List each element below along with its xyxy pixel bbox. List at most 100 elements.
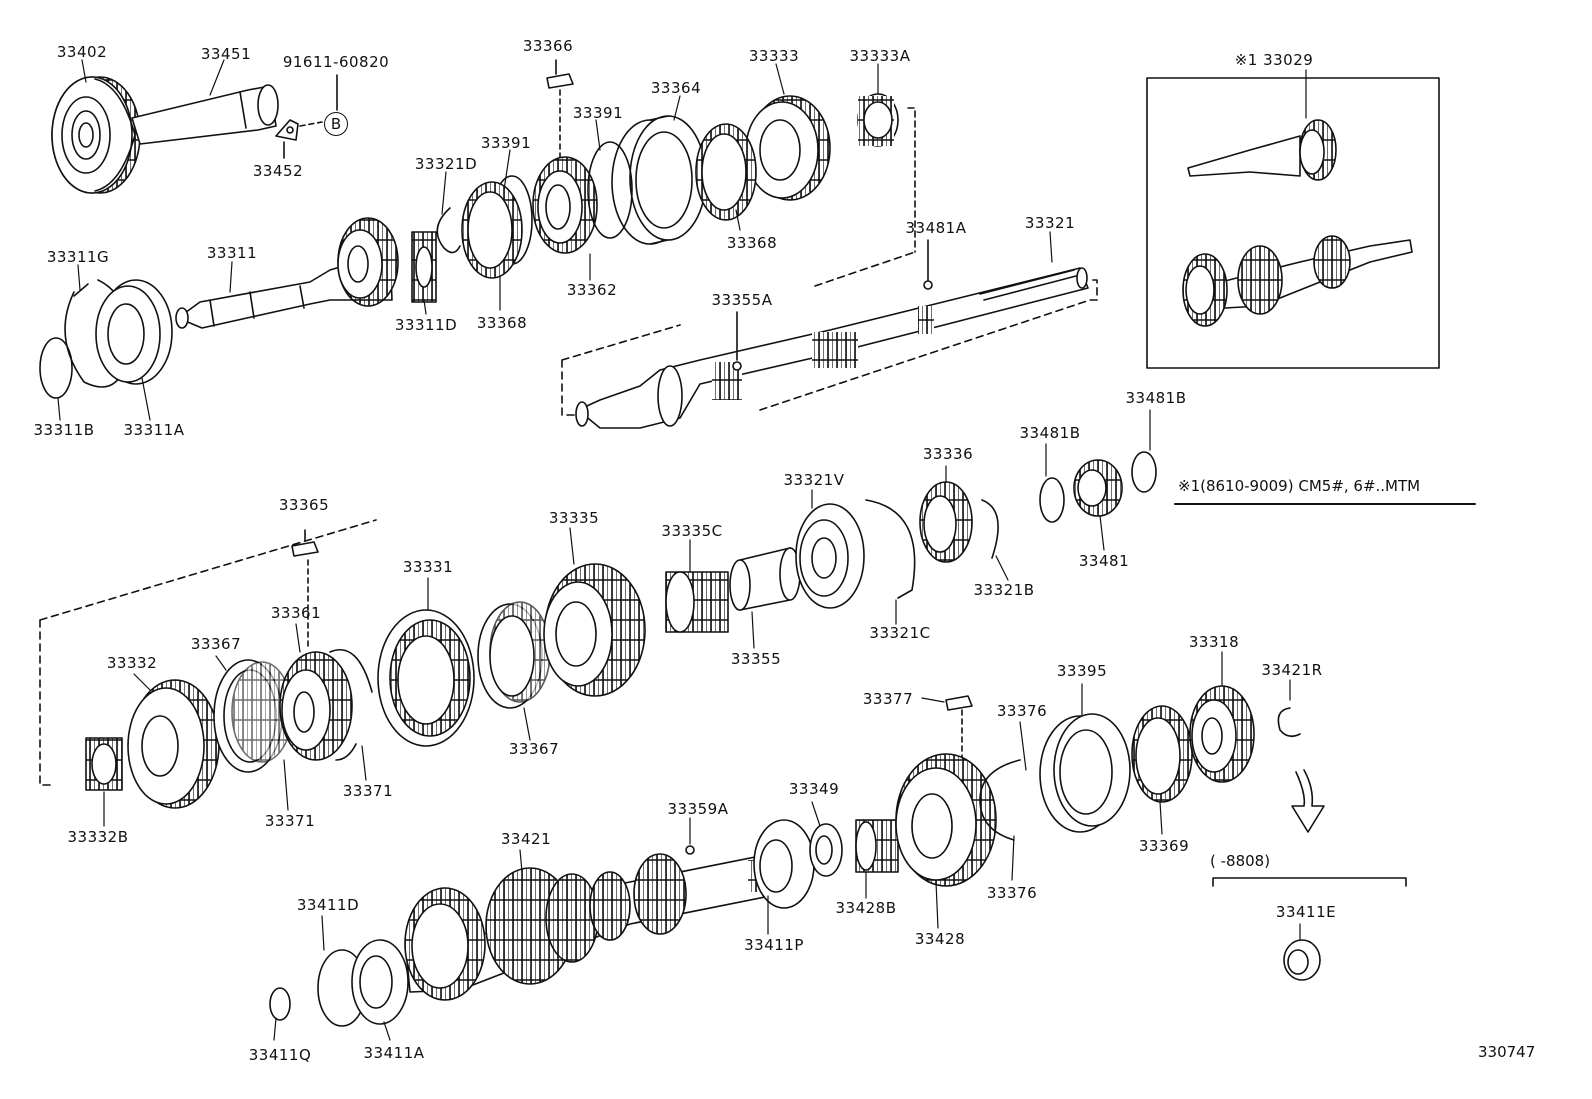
label-33481: 33481 [1078, 552, 1130, 570]
label-33311A: 33311A [123, 421, 185, 439]
label-33421: 33421 [500, 830, 552, 848]
ring-33321C [865, 499, 916, 599]
label-33411D: 33411D [296, 896, 360, 914]
label-33321B: 33321B [973, 581, 1035, 599]
ring-33421R [1277, 707, 1301, 738]
label-33451: 33451 [200, 45, 252, 63]
bearing-33428B [855, 819, 899, 873]
label-33321C: 33321C [869, 624, 931, 642]
hub-33361 [279, 651, 353, 761]
collar-33355 [729, 547, 801, 611]
label-33428B: 33428B [835, 899, 897, 917]
label-33311D: 33311D [394, 316, 458, 334]
gear-33332 [127, 679, 220, 809]
label-33321D: 33321D [414, 155, 478, 173]
label-33371-a: 33371 [342, 782, 394, 800]
label-33321V: 33321V [783, 471, 845, 489]
hub-33362 [532, 156, 598, 254]
label-33421R: 33421R [1261, 661, 1323, 679]
circle-b-ref: B [324, 112, 348, 136]
label-33365: 33365 [278, 496, 330, 514]
nut-33481 [1073, 459, 1123, 517]
label-33411Q: 33411Q [248, 1046, 312, 1064]
label-33481A: 33481A [905, 219, 967, 237]
ring-33321B [981, 499, 999, 559]
label-33481B-b: 33481B [1125, 389, 1187, 407]
bearing-33411A [351, 939, 409, 1025]
ring-33368-a [695, 123, 757, 221]
label-33371-b: 33371 [264, 812, 316, 830]
label-33311: 33311 [206, 244, 258, 262]
label-33369: 33369 [1138, 837, 1190, 855]
label-33331: 33331 [402, 558, 454, 576]
gear-33335 [543, 563, 646, 697]
label-33333: 33333 [748, 47, 800, 65]
gear-33364-sleeve [611, 115, 707, 245]
ring-33367-a [213, 659, 293, 773]
gear-33428 [895, 753, 997, 887]
ring-33367-b [477, 601, 551, 709]
snap-ring-33311B [39, 337, 73, 399]
spring-33371-b [335, 743, 357, 761]
shaft-33451 [131, 84, 279, 145]
part-33452 [275, 119, 323, 159]
gear-33333 [745, 95, 831, 201]
bearing-33335C [665, 571, 729, 633]
clip-33377 [945, 695, 973, 761]
ring-33481B-b [1131, 451, 1157, 493]
nut-33411E [1283, 939, 1321, 981]
label-33362: 33362 [566, 281, 618, 299]
label-33481B-a: 33481B [1019, 424, 1081, 442]
bearing-33332B [85, 737, 123, 791]
sleeve-33395 [1039, 713, 1131, 833]
label-33376-b: 33376 [986, 884, 1038, 902]
ring-33369 [1131, 705, 1193, 803]
ring-33368-b [461, 181, 523, 279]
ring-33321D [436, 207, 461, 254]
washer-33349 [809, 823, 843, 877]
label-33355: 33355 [730, 650, 782, 668]
bearing-33311A [95, 279, 173, 385]
gear-33336 [919, 481, 973, 563]
label-33367-b: 33367 [508, 740, 560, 758]
label-33336: 33336 [922, 445, 974, 463]
label-33452: 33452 [252, 162, 304, 180]
label-33368-b: 33368 [476, 314, 528, 332]
bearing-33321V [795, 503, 865, 609]
bearing-33333A [857, 93, 916, 253]
label-33368-a: 33368 [726, 234, 778, 252]
clip-33366 [546, 59, 574, 161]
counter-shaft-33421 [404, 851, 791, 1001]
label-33321: 33321 [1024, 214, 1076, 232]
label-33333A: 33333A [849, 47, 911, 65]
label-33376-a: 33376 [996, 702, 1048, 720]
shaft-33321 [575, 267, 1089, 429]
label-33391-b: 33391 [480, 134, 532, 152]
label-33349: 33349 [788, 780, 840, 798]
sleeve-33331 [377, 609, 475, 747]
label-33395: 33395 [1056, 662, 1108, 680]
ring-33481B-a [1039, 477, 1065, 523]
label-33311B: 33311B [33, 421, 95, 439]
label-33411A: 33411A [363, 1044, 425, 1062]
arrow-down-icon [1291, 769, 1325, 833]
label-33377: 33377 [862, 690, 914, 708]
label-33361: 33361 [270, 604, 322, 622]
label-33332: 33332 [106, 654, 158, 672]
gear-33402 [51, 76, 141, 194]
figure-code: 330747 [1478, 1043, 1536, 1061]
inset-title: ※1 33029 [1234, 51, 1314, 69]
label-33335C: 33335C [661, 522, 723, 540]
label-33391-a: 33391 [572, 104, 624, 122]
spring-33371-a [329, 649, 373, 693]
label-33411E: 33411E [1275, 903, 1337, 921]
leader-lines [57, 59, 1307, 1041]
bearing-33311D [411, 231, 437, 303]
gear-33318 [1189, 685, 1255, 783]
label-33335: 33335 [548, 509, 600, 527]
range-bracket [1212, 877, 1407, 887]
gear-33311 [337, 217, 399, 307]
label-33364: 33364 [650, 79, 702, 97]
